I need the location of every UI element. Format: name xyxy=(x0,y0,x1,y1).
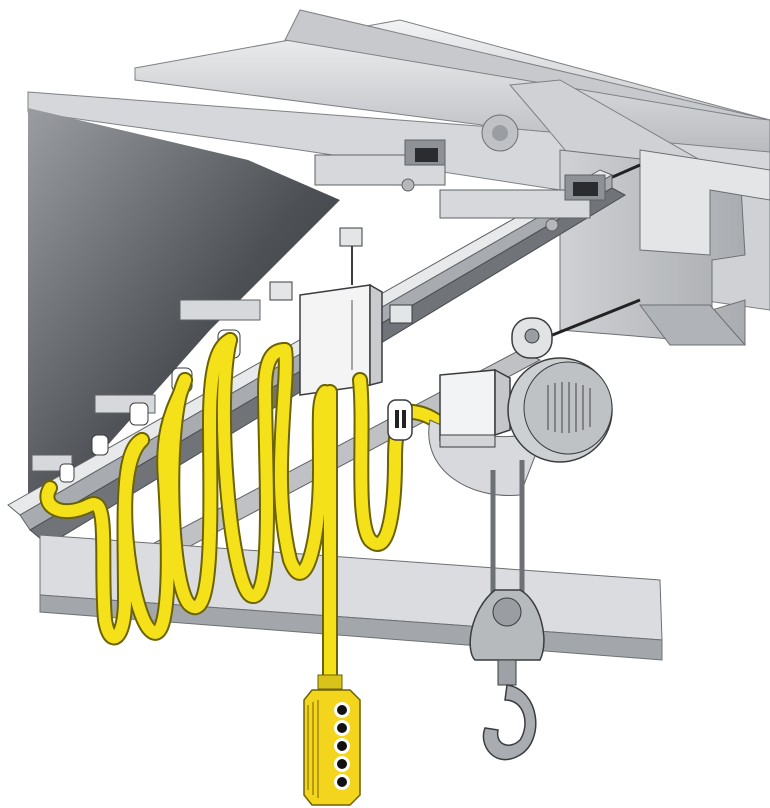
pendant-button-3 xyxy=(334,738,350,754)
pendant-control xyxy=(303,674,361,806)
hoist-fins xyxy=(547,382,591,433)
track-brackets xyxy=(31,139,606,472)
bracket-2 xyxy=(439,174,606,232)
hook-icon xyxy=(482,684,537,761)
pendant-button-4 xyxy=(334,756,350,772)
festoon-cable xyxy=(39,332,488,698)
bracket-1 xyxy=(314,139,446,192)
pendant-ridges xyxy=(307,700,319,798)
cable-clamp xyxy=(387,399,413,441)
hook-assembly xyxy=(469,460,545,761)
pendant-button-5 xyxy=(334,774,350,790)
junction-box xyxy=(299,246,383,396)
electric-hoist xyxy=(428,317,613,497)
pendant-button-2 xyxy=(334,720,350,736)
bracket-3 xyxy=(179,299,261,321)
pendant-buttons xyxy=(334,702,350,790)
pendant-button-1 xyxy=(334,702,350,718)
